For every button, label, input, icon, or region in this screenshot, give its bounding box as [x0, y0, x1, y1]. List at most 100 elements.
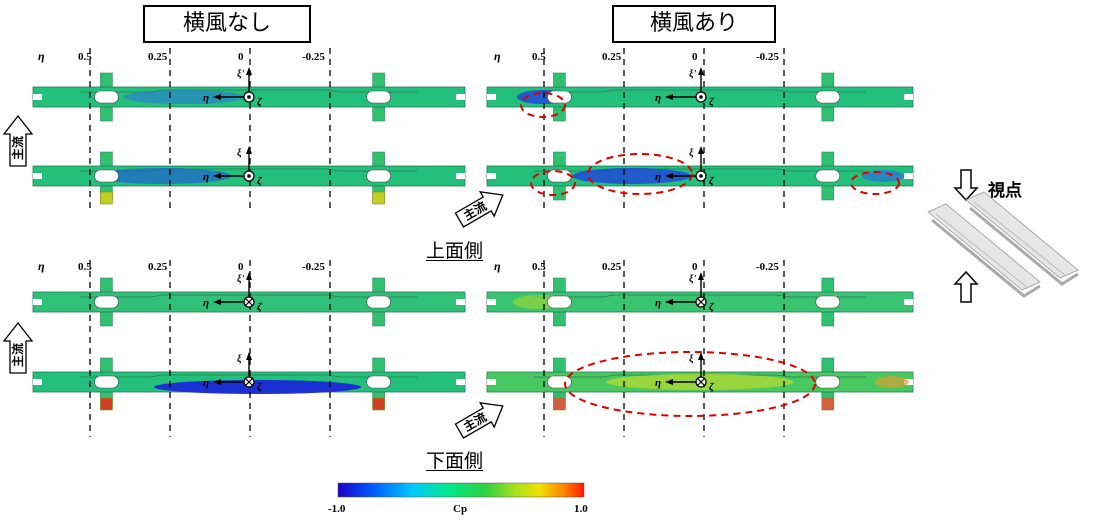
rail-side	[931, 218, 1041, 298]
cp-region	[874, 376, 909, 388]
eta-arrowhead	[213, 299, 221, 305]
zeta-label: ζ	[709, 381, 715, 393]
flow-arrow-no-wind-lower: 主流	[2, 321, 34, 374]
plate-bottom-tab	[553, 397, 566, 411]
eta-tick-0.5: 0.5	[532, 51, 546, 63]
plate-bottom-tab	[372, 397, 385, 411]
eta-tick-minus-0.25: -0.25	[756, 261, 779, 273]
plate-notch	[904, 299, 913, 305]
rail-body	[965, 191, 1079, 279]
model-view-layer	[927, 169, 1079, 303]
eta-tick-0: 0	[692, 51, 698, 63]
plate-bottom-tab	[821, 397, 835, 411]
plate-panel-line	[80, 294, 418, 298]
plate-notch	[33, 299, 42, 305]
zeta-dot	[247, 95, 251, 99]
rail-body	[927, 203, 1041, 291]
highlight-ellipse	[520, 92, 566, 118]
plate-notch	[487, 173, 496, 179]
eta-arrowhead	[665, 379, 673, 385]
eta-label: η	[655, 171, 661, 183]
rail-edge	[973, 201, 1067, 277]
reference-lines-layer: η 0.5 0.25 0 -0.25 η 0.5 0.25 0 -0.25 η 0.5 0.25 0 -0.…	[38, 48, 785, 437]
eta-label: η	[203, 377, 209, 389]
eta-tick-0.5: 0.5	[532, 261, 546, 273]
eta-label: η	[655, 297, 661, 309]
xi-label: ξ	[237, 354, 242, 365]
plate-notch	[456, 94, 465, 100]
xi-arrowhead	[246, 67, 252, 75]
eta-arrowhead	[665, 173, 673, 179]
eta-tick-minus-0.25: -0.25	[302, 51, 325, 63]
plate-panel-line	[533, 294, 867, 298]
plate-slot	[547, 375, 572, 389]
eta-label: η	[655, 92, 661, 104]
zeta-label: ζ	[257, 301, 263, 313]
flow-arrow-icon	[454, 402, 504, 439]
xi-arrowhead	[698, 146, 704, 154]
plate-slot	[366, 90, 391, 104]
xi-arrowhead	[698, 352, 704, 360]
plate-notch	[456, 299, 465, 305]
plate-slot	[94, 375, 119, 389]
model-rail-front	[927, 203, 1041, 298]
zeta-label: ζ	[709, 175, 715, 187]
plate-slot	[366, 169, 391, 183]
zeta-dot	[699, 174, 703, 178]
plate-notch	[456, 173, 465, 179]
eta-axis-symbol: η	[38, 259, 45, 273]
plate-slot	[815, 169, 841, 183]
eta-label: η	[203, 92, 209, 104]
eta-tick-0.25: 0.25	[602, 51, 622, 63]
xi-label: ξ	[689, 148, 694, 159]
cp-region	[93, 168, 232, 184]
eta-tick-0.25: 0.25	[602, 261, 622, 273]
eta-label: η	[203, 297, 209, 309]
cp-region	[123, 90, 245, 104]
plate-panel-line	[533, 89, 867, 93]
zeta-label: ζ	[709, 96, 715, 108]
eta-tick-0.5: 0.5	[78, 51, 92, 63]
plate-slot	[547, 295, 572, 309]
cp-region	[572, 168, 692, 184]
flow-arrow-wind-upper: 主流	[454, 191, 504, 228]
flow-arrow-wind-lower: 主流	[454, 402, 504, 439]
plate-notch	[33, 173, 42, 179]
plate-panel-line	[80, 89, 418, 93]
annotation-layer	[520, 92, 900, 417]
flow-label: 主流	[10, 136, 25, 160]
colorbar-layer	[337, 482, 585, 498]
highlight-ellipse	[564, 351, 816, 417]
xi-label: ξ	[237, 148, 242, 159]
plate-slot	[815, 375, 841, 389]
eta-axis-symbol: η	[494, 49, 501, 63]
eta-arrowhead	[213, 173, 221, 179]
eta-tick-0: 0	[238, 261, 244, 273]
eta-tick-0: 0	[692, 261, 698, 273]
eta-axis-symbol: η	[494, 259, 501, 273]
highlight-ellipse	[850, 171, 900, 195]
cp-region	[861, 170, 905, 182]
viewpoint-label: 視点	[988, 181, 1022, 201]
plate-slot	[815, 90, 841, 104]
rail-edge	[935, 213, 1029, 289]
colorbar-name-label: Cp	[453, 503, 468, 515]
flow-arrow-no-wind-upper: 主流	[2, 114, 34, 167]
eta-tick-0.25: 0.25	[148, 261, 168, 273]
eta-tick-minus-0.25: -0.25	[756, 51, 779, 63]
plate-notch	[33, 379, 42, 385]
flow-arrow-icon	[2, 114, 34, 167]
xi-label: ξ	[689, 354, 694, 365]
cp-region	[153, 380, 362, 394]
plate-notch	[456, 379, 465, 385]
viewpoint-arrow-up-icon	[953, 270, 979, 303]
eta-axis-symbol: η	[38, 49, 45, 63]
